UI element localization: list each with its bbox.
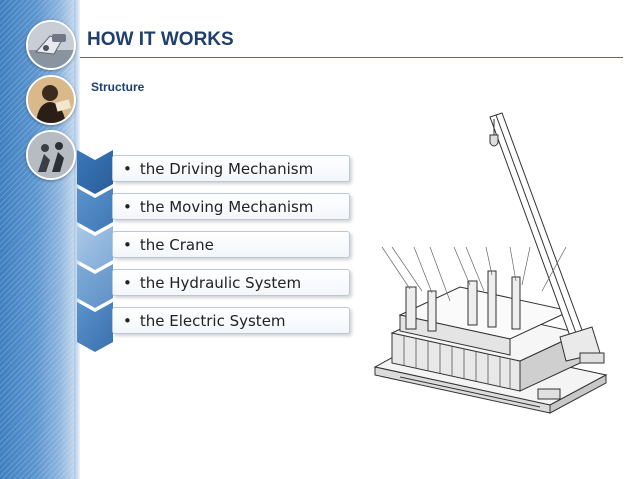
- list-item-label: the Driving Mechanism: [139, 159, 314, 178]
- chevron-4: [77, 264, 113, 308]
- list-item-label: the Moving Mechanism: [139, 197, 314, 216]
- bullet-icon: •: [123, 273, 132, 292]
- list-item-label: the Hydraulic System: [139, 273, 302, 292]
- crane-boom: [489, 112, 601, 362]
- process-chevrons: [77, 150, 113, 352]
- bullet-icon: •: [123, 159, 132, 178]
- list-item-label: the Crane: [139, 235, 214, 254]
- list-item-driving-mechanism: • the Driving Mechanism: [112, 155, 350, 182]
- crane-hook: [489, 134, 499, 147]
- chevron-5: [77, 302, 113, 352]
- bullet-icon: •: [123, 197, 132, 216]
- running-people-photo: [26, 130, 76, 180]
- chevron-1: [77, 150, 113, 194]
- bullet-icon: •: [123, 235, 132, 254]
- business-person-photo: [26, 75, 76, 125]
- sidebar-hatch-pattern: [0, 0, 80, 479]
- list-item-electric-system: • the Electric System: [112, 307, 350, 334]
- crane-machine-diagram: [373, 112, 608, 414]
- list-item-hydraulic-system: • the Hydraulic System: [112, 269, 350, 296]
- robot-hand-photo: [26, 20, 76, 70]
- chevron-3: [77, 226, 113, 270]
- section-subtitle: Structure: [91, 80, 145, 94]
- list-item-moving-mechanism: • the Moving Mechanism: [112, 193, 350, 220]
- page-title: HOW IT WORKS: [87, 29, 234, 50]
- list-item-crane: • the Crane: [112, 231, 350, 258]
- bullet-icon: •: [123, 311, 132, 330]
- list-item-label: the Electric System: [139, 311, 286, 330]
- title-divider: [80, 57, 623, 58]
- chevron-2: [77, 188, 113, 232]
